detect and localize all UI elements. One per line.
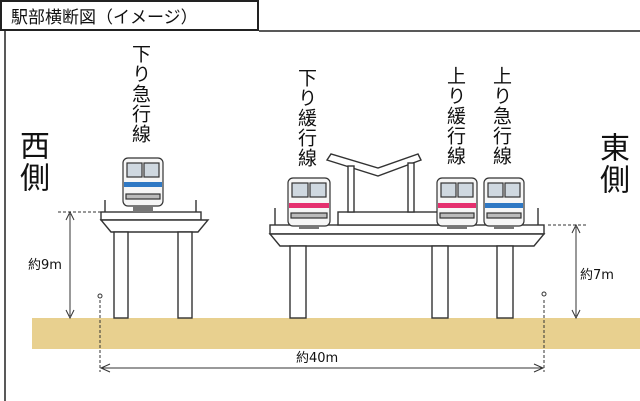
label-left-height: 約9m	[28, 258, 62, 273]
diagram-title: 駅部横断図（イメージ）	[0, 0, 259, 31]
label-up-express: 上り急行線	[490, 66, 512, 166]
platform-canopy	[325, 153, 422, 213]
label-width: 約40m	[296, 351, 339, 366]
label-down-local: 下り緩行線	[295, 68, 317, 168]
train-up-express	[483, 177, 525, 229]
east-viaduct	[268, 208, 546, 319]
dimension-lines	[58, 210, 588, 373]
survey-point-west	[97, 293, 103, 299]
survey-point-east	[541, 291, 547, 297]
label-right-height: 約7m	[580, 268, 614, 283]
ground	[32, 318, 640, 349]
label-up-local: 上り緩行線	[444, 66, 466, 166]
west-viaduct	[99, 200, 210, 319]
label-east-side: 東側	[594, 132, 629, 196]
frame-line	[4, 30, 640, 401]
diagram-title-text: 駅部横断図（イメージ）	[11, 8, 198, 28]
label-west-side: 西側	[14, 130, 49, 194]
label-down-express: 下り急行線	[129, 44, 151, 144]
train-down-local	[287, 177, 331, 229]
train-down-express	[122, 157, 164, 212]
train-up-local	[436, 177, 478, 229]
